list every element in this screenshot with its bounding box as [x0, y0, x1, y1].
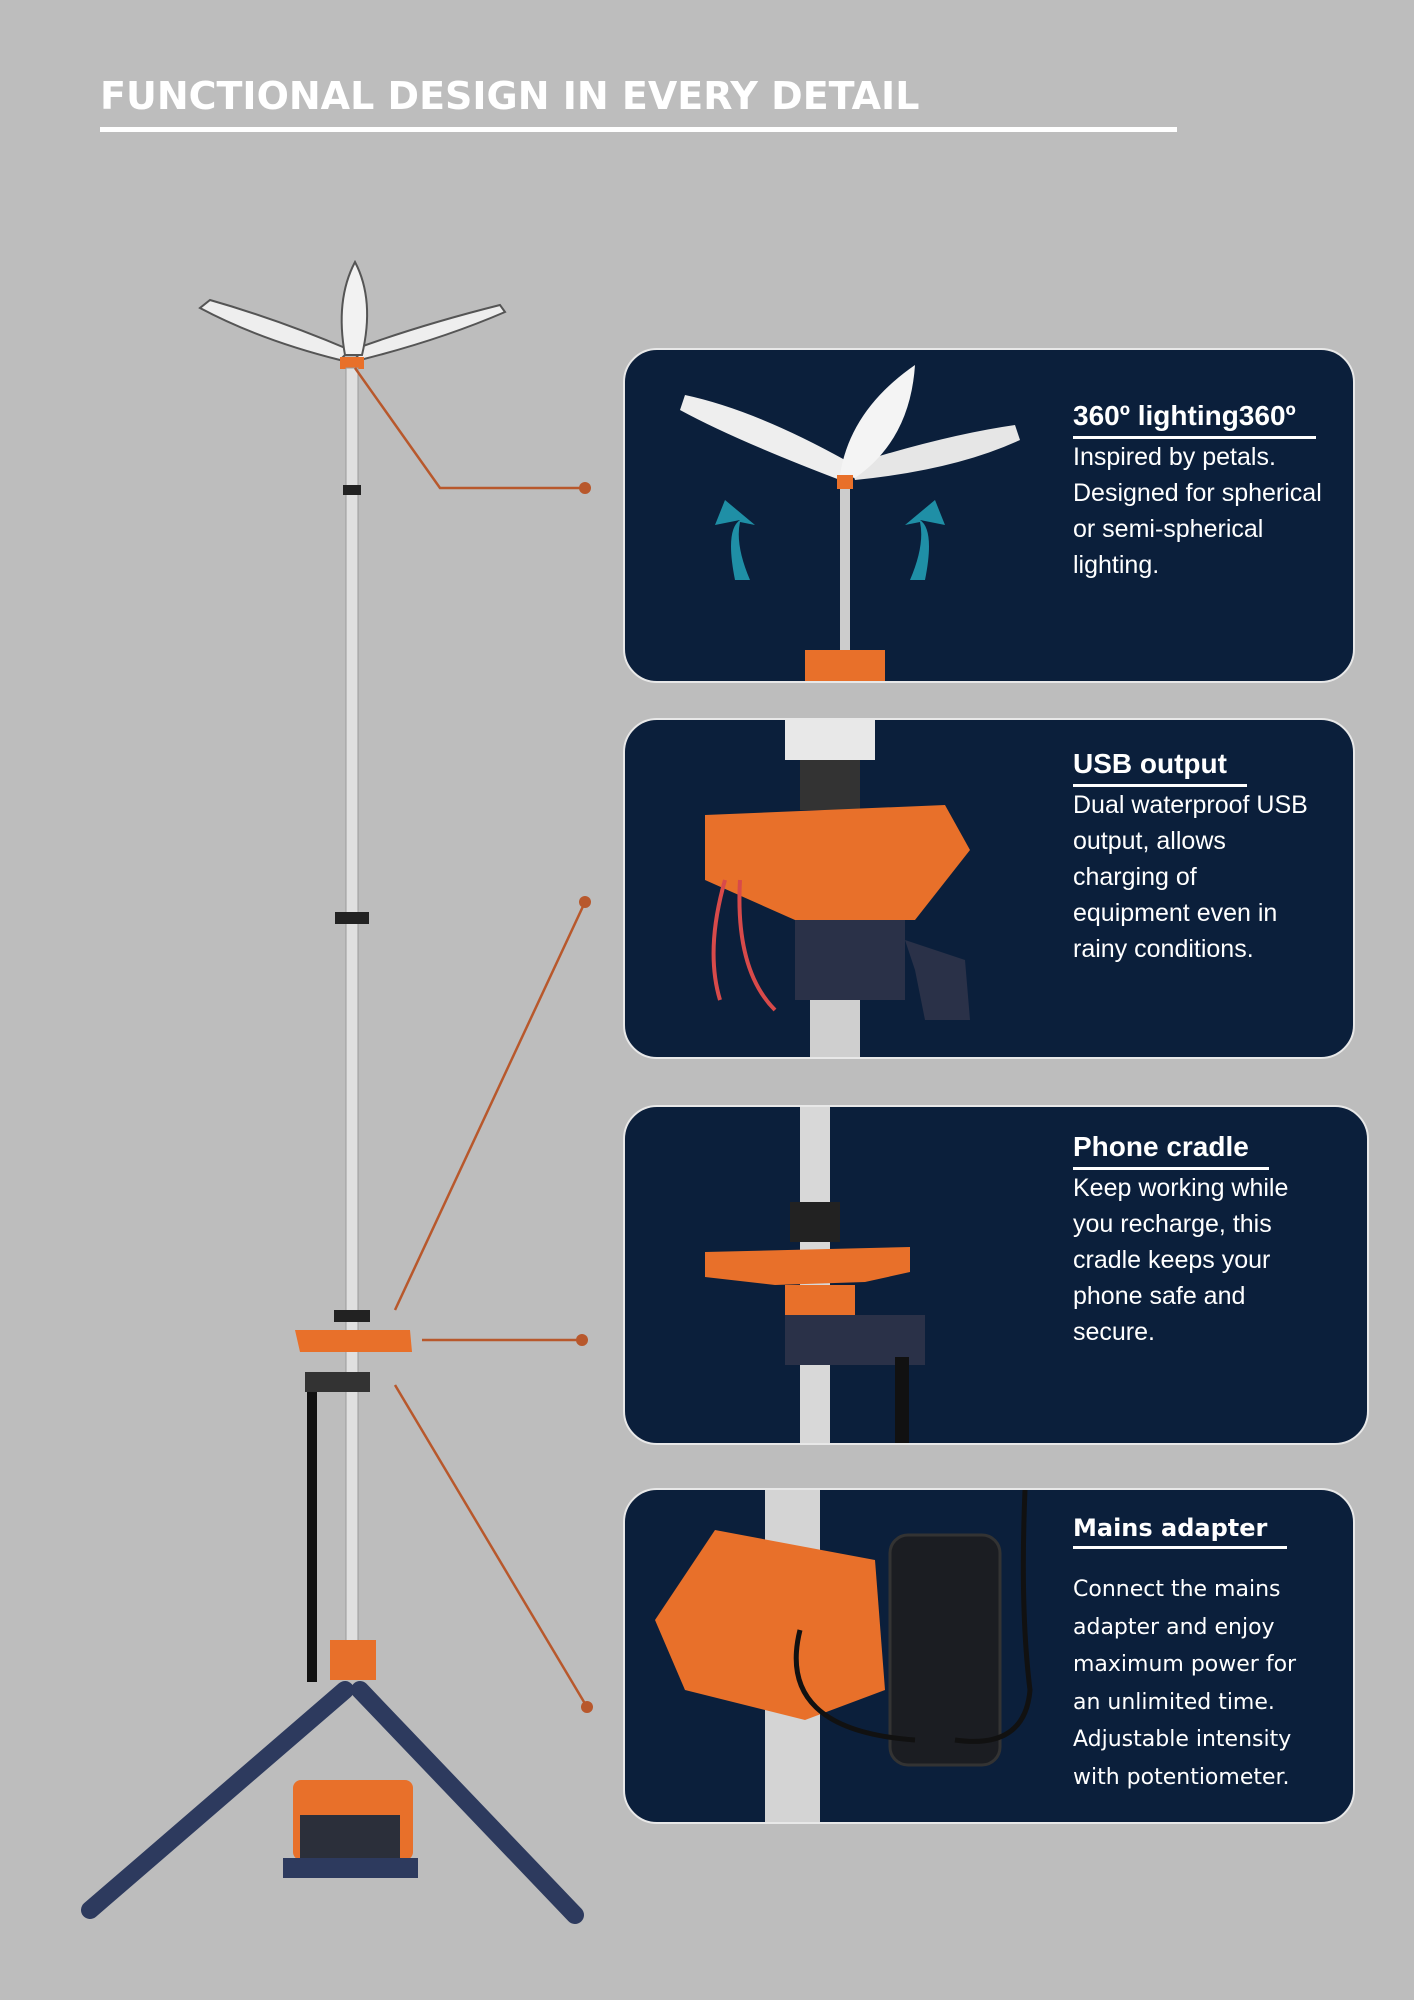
adapter-image	[655, 1490, 1033, 1822]
leader-lines	[353, 367, 589, 1708]
feature-card-usb: USB output Dual waterproof USB output, a…	[623, 718, 1355, 1059]
feature-card-mains-adapter: Mains adapter Connect the mains adapter …	[623, 1488, 1355, 1824]
cradle-image	[705, 1107, 925, 1443]
feature-text: charging of	[1073, 863, 1197, 891]
feature-text: Keep working while	[1073, 1174, 1289, 1202]
pole	[345, 367, 359, 1649]
feature-text: cradle keeps your	[1073, 1246, 1271, 1274]
feature-text: Inspired by petals.	[1073, 443, 1276, 471]
feature-card-lighting: 360º lighting360º Inspired by petals. De…	[623, 348, 1355, 683]
feature-text: secure.	[1073, 1318, 1155, 1346]
title-underline	[100, 127, 1177, 132]
feature-text: Designed for spherical	[1073, 479, 1322, 507]
feature-heading: Mains adapter	[1073, 1514, 1288, 1549]
page-title: FUNCTIONAL DESIGN IN EVERY DETAIL	[100, 74, 920, 118]
tripod-legs	[81, 1681, 584, 1924]
feature-text: maximum power for	[1073, 1652, 1297, 1677]
feature-text: lighting.	[1073, 551, 1160, 579]
feature-text: Connect the mains	[1073, 1577, 1281, 1602]
feature-card-phone-cradle: Phone cradle Keep working while you rech…	[623, 1105, 1369, 1445]
feature-text: you recharge, this	[1073, 1210, 1272, 1238]
feature-text: rainy conditions.	[1073, 935, 1254, 963]
feature-heading: Phone cradle	[1073, 1131, 1269, 1170]
feature-text: equipment even in	[1073, 899, 1278, 927]
feature-text: adapter and enjoy	[1073, 1614, 1275, 1640]
feature-text: phone safe and	[1073, 1282, 1246, 1310]
feature-heading: USB output	[1073, 748, 1247, 787]
lighting-image	[680, 365, 1020, 681]
feature-heading: 360º lighting360º	[1073, 400, 1316, 439]
feature-text: Dual waterproof USB	[1073, 791, 1308, 819]
feature-text: an unlimited time.	[1073, 1689, 1275, 1715]
lamp-head	[198, 259, 507, 369]
usb-image	[705, 720, 970, 1057]
feature-text: Adjustable intensity	[1073, 1727, 1292, 1752]
feature-text: or semi-spherical	[1073, 515, 1264, 543]
phone-cradle	[295, 1330, 412, 1352]
feature-text: output, allows	[1073, 827, 1226, 855]
feature-text: with potentiometer.	[1073, 1764, 1290, 1790]
